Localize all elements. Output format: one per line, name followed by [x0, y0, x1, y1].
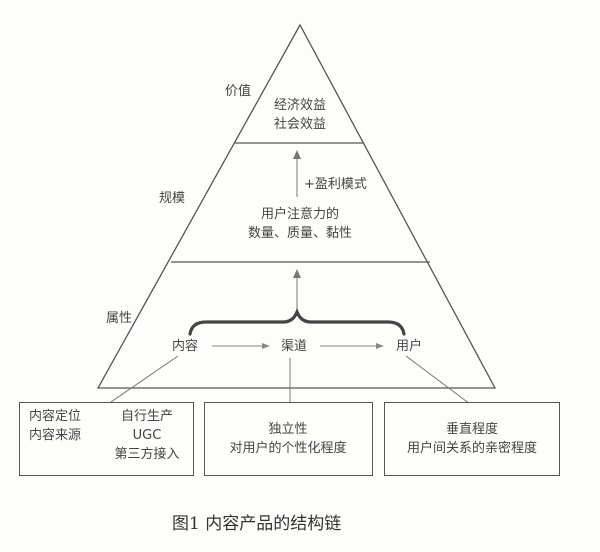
content-to-channel-arrowhead [262, 343, 270, 349]
user-attention-text: 用户注意力的 [260, 207, 340, 222]
pyramid-outline [96, 23, 497, 389]
user-detail-box [384, 402, 560, 476]
content-box-right-text: 自行生产 UGC 第三方接入 [110, 407, 184, 464]
channel-box-text: 独立性 对用户的个性化程度 [229, 420, 346, 458]
economic-benefit-text: 经济效益 [273, 98, 327, 113]
channel-to-user-arrowhead [376, 343, 384, 349]
scale-tier-text: 用户注意力的 数量、质量、黏性 [248, 205, 352, 243]
content-node: 内容 [171, 339, 199, 354]
self-produced-text: 自行生产 [120, 409, 173, 424]
content-box-left-text: 内容定位 内容来源 [29, 407, 81, 445]
user-box-connector [405, 355, 471, 405]
user-relationship-closeness-text: 用户间关系的亲密程度 [406, 441, 538, 456]
value-level-label: 价值 [225, 84, 252, 99]
content-source-text: 内容来源 [29, 428, 82, 443]
ugc-text: UGC [132, 428, 162, 443]
value-tier-text: 经济效益 社会效益 [274, 96, 326, 134]
scale-level-label: 规模 [159, 191, 186, 206]
user-box-text: 垂直程度 用户间关系的亲密程度 [407, 420, 537, 458]
independence-text: 独立性 [268, 422, 308, 437]
profit-model-label: +盈利模式 [304, 177, 367, 192]
channel-node: 渠道 [280, 339, 308, 354]
user-node: 用户 [395, 339, 423, 354]
attribute-to-scale-arrowhead [293, 269, 301, 278]
scale-to-value-arrowhead [293, 150, 301, 159]
social-benefit-text: 社会效益 [273, 117, 327, 132]
channel-detail-box [204, 402, 373, 476]
personalization-degree-text: 对用户的个性化程度 [229, 441, 347, 456]
figure-caption: 图1 内容产品的结构链 [172, 514, 342, 534]
content-positioning-text: 内容定位 [29, 409, 82, 424]
content-box-connector [107, 355, 179, 405]
quantity-quality-stickiness-text: 数量、质量、黏性 [247, 226, 353, 241]
third-party-access-text: 第三方接入 [114, 447, 180, 462]
attribute-level-label: 属性 [106, 311, 133, 326]
verticality-text: 垂直程度 [445, 422, 499, 437]
content-detail-box [19, 402, 194, 476]
attribute-brace [188, 307, 406, 336]
